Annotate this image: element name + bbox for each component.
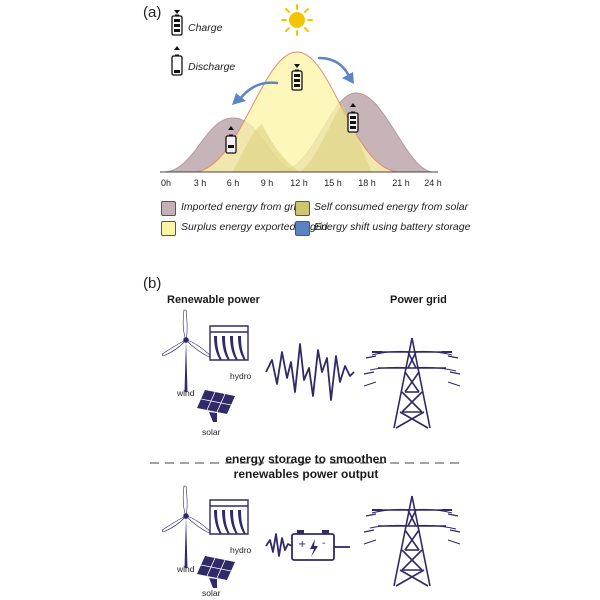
sun-icon bbox=[281, 4, 313, 36]
legend-label-self-consumed: Self consumed energy from solar bbox=[314, 201, 469, 213]
tick-label: 0h bbox=[160, 178, 172, 188]
tick-label: 21 h bbox=[392, 178, 410, 188]
solar-label-bottom: solar bbox=[202, 588, 221, 598]
tick-label: 9 h bbox=[260, 178, 274, 188]
renewable-power-title: Renewable power bbox=[167, 294, 260, 306]
noon-battery-icon bbox=[291, 64, 303, 91]
caption-line-2: renewables power output bbox=[233, 467, 379, 481]
tick-label: 15 h bbox=[324, 178, 342, 188]
legend-label-surplus: Surplus energy exported to grid bbox=[181, 221, 328, 233]
arrow-head-right bbox=[342, 72, 354, 84]
evening-battery-icon bbox=[347, 103, 359, 133]
wind-label-top: wind bbox=[177, 388, 195, 398]
energy-shift-arrows bbox=[238, 56, 351, 101]
hydro-label-top: hydro bbox=[230, 371, 252, 381]
svg-text:+: + bbox=[298, 539, 306, 550]
solar-panel-icon-top bbox=[196, 388, 236, 423]
solar-label-top: solar bbox=[202, 427, 221, 437]
hydro-label-bottom: hydro bbox=[230, 545, 252, 555]
tick-label: 12 h bbox=[290, 178, 308, 188]
svg-text:-: - bbox=[322, 538, 326, 549]
tick-label: 24 h bbox=[424, 178, 442, 188]
battery-storage-icon: + - bbox=[291, 530, 335, 561]
legend-swatch-self-consumed bbox=[295, 201, 310, 216]
caption-line-1: energy storage to smoothen bbox=[225, 452, 387, 466]
hydro-dam-icon-bottom bbox=[209, 499, 249, 535]
power-lines-top bbox=[363, 350, 461, 387]
wind-turbine-icon-top bbox=[161, 309, 211, 393]
solar-panel-icon-bottom bbox=[196, 554, 236, 589]
charge-battery-icon bbox=[171, 10, 183, 36]
legend-label-battery-shift: Energy shift using battery storage bbox=[314, 221, 471, 233]
panel-a-label: (a) bbox=[143, 4, 162, 21]
self-consumed-overlap-left bbox=[232, 124, 300, 172]
discharge-battery-icon bbox=[171, 46, 183, 76]
legend-swatch-surplus bbox=[161, 221, 176, 236]
storage-smoothing-caption: energy storage to smoothen renewables po… bbox=[156, 452, 456, 482]
tick-label: 6 h bbox=[226, 178, 240, 188]
power-grid-title: Power grid bbox=[390, 294, 447, 306]
charge-label: Charge bbox=[188, 22, 223, 34]
legend-swatch-battery-shift bbox=[295, 221, 310, 236]
panel-b-label: (b) bbox=[143, 275, 162, 292]
short-fluctuating-signal bbox=[265, 533, 293, 557]
arrow-head-left bbox=[232, 93, 246, 105]
self-consumed-overlap-right bbox=[300, 104, 372, 172]
morning-battery-icon bbox=[225, 126, 237, 154]
power-lines-bottom bbox=[363, 508, 461, 545]
discharge-label: Discharge bbox=[188, 61, 236, 73]
wind-label-bottom: wind bbox=[177, 564, 195, 574]
wind-turbine-icon-bottom bbox=[161, 485, 211, 569]
legend-swatch-imported bbox=[161, 201, 176, 216]
hydro-dam-icon-top bbox=[209, 325, 249, 361]
fluctuating-power-signal bbox=[265, 343, 355, 401]
tick-label: 18 h bbox=[358, 178, 376, 188]
tick-label: 3 h bbox=[193, 178, 207, 188]
legend-label-imported: Imported energy from grid bbox=[181, 201, 302, 213]
